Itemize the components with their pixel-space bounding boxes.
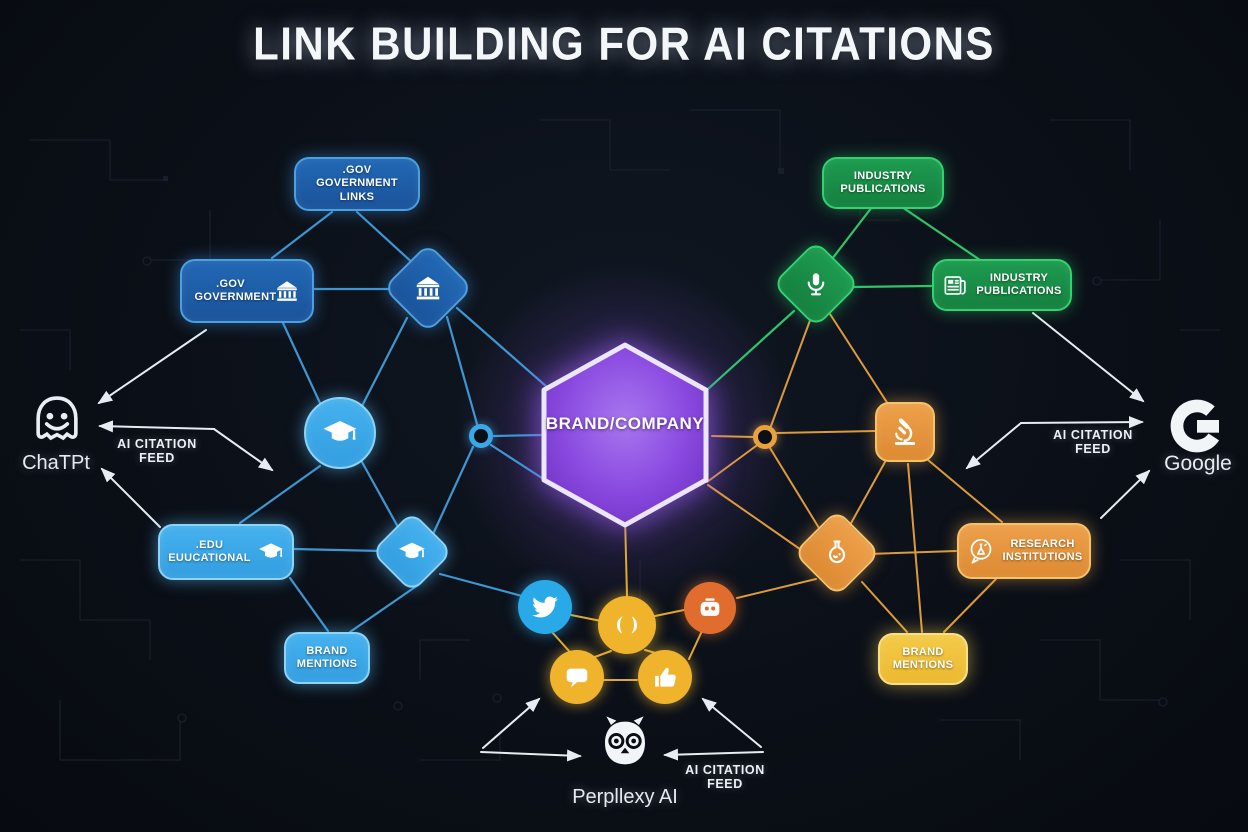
gov-links-label: .GOV GOVERNMENT LINKS bbox=[316, 163, 398, 203]
node-social-like bbox=[638, 650, 692, 704]
node-flask-diamond bbox=[793, 509, 881, 597]
graduation-cap-icon bbox=[383, 523, 441, 581]
edu-label: .EDU EUUCATIONAL bbox=[168, 538, 251, 564]
node-research: RESEARCH INSTITUTIONS bbox=[957, 523, 1091, 579]
bank-icon bbox=[396, 256, 460, 320]
citation-feed-arrows bbox=[97, 312, 1151, 762]
brand-mentions-left-label: BRAND MENTIONS bbox=[296, 644, 358, 670]
edges-blue bbox=[238, 210, 549, 634]
edges-green bbox=[706, 205, 982, 391]
edges-orange bbox=[706, 313, 1003, 633]
robot-chat-icon bbox=[696, 594, 724, 622]
node-edu-diamond bbox=[370, 510, 454, 594]
node-edu: .EDU EUUCATIONAL bbox=[158, 524, 294, 580]
industry-pubs-top-label: INDUSTRY PUBLICATIONS bbox=[840, 169, 926, 195]
ghost-chatbot-icon bbox=[24, 390, 90, 454]
research-label: RESEARCH INSTITUTIONS bbox=[1002, 537, 1083, 563]
google-label: Google bbox=[1164, 452, 1232, 475]
graduation-cap-icon bbox=[322, 415, 358, 451]
ai-citation-feed-left: AI CITATION FEED bbox=[117, 437, 197, 465]
brand-mentions-right-label: BRAND MENTIONS bbox=[892, 645, 954, 671]
node-brand-mentions-right: BRAND MENTIONS bbox=[878, 633, 968, 685]
research-chat-icon bbox=[966, 536, 996, 566]
owl-icon bbox=[592, 706, 658, 780]
node-social-bot bbox=[684, 582, 736, 634]
node-industry-pubs-right: INDUSTRY PUBLICATIONS bbox=[932, 259, 1072, 311]
node-mic-diamond bbox=[772, 240, 860, 328]
graduation-cap-icon bbox=[258, 539, 284, 565]
node-social-comment bbox=[550, 650, 604, 704]
page-title: LINK BUILDING FOR AI CITATIONS bbox=[253, 17, 995, 70]
microscope-icon bbox=[889, 416, 921, 448]
newspaper-icon bbox=[942, 272, 969, 299]
bank-icon bbox=[274, 278, 300, 304]
ai-citation-feed-bottom: AI CITATION FEED bbox=[685, 763, 765, 791]
node-brand-mentions-left: BRAND MENTIONS bbox=[284, 632, 370, 684]
node-microscope bbox=[875, 402, 935, 462]
edges-gold bbox=[551, 516, 703, 681]
node-industry-pubs-top: INDUSTRY PUBLICATIONS bbox=[822, 157, 944, 209]
community-icon bbox=[612, 610, 642, 640]
node-social-share bbox=[598, 596, 656, 654]
flask-icon bbox=[806, 522, 868, 584]
brand-company-label: BRAND/COMPANY bbox=[545, 414, 705, 433]
speech-bubble-icon bbox=[563, 663, 591, 691]
junction-node-orange bbox=[753, 425, 777, 449]
gov-label: .GOV GOVERNMENT bbox=[194, 277, 277, 303]
thumbs-up-icon bbox=[651, 663, 679, 691]
node-gov: .GOV GOVERNMENT bbox=[180, 259, 314, 323]
ai-citation-feed-right: AI CITATION FEED bbox=[1053, 428, 1133, 456]
brand-hexagon bbox=[541, 342, 709, 528]
node-edu-circle bbox=[304, 397, 376, 469]
node-social-twitter bbox=[518, 580, 572, 634]
junction-node-blue bbox=[469, 424, 493, 448]
google-g-icon bbox=[1164, 393, 1230, 459]
twitter-bird-icon bbox=[531, 593, 559, 621]
node-gov-links: .GOV GOVERNMENT LINKS bbox=[294, 157, 420, 211]
node-bank-diamond bbox=[382, 242, 474, 334]
perplexity-label: Perpllexy AI bbox=[572, 786, 678, 808]
chatgpt-label: ChaTPt bbox=[22, 452, 90, 474]
industry-pubs-right-label: INDUSTRY PUBLICATIONS bbox=[976, 271, 1062, 297]
microphone-icon bbox=[785, 253, 847, 315]
